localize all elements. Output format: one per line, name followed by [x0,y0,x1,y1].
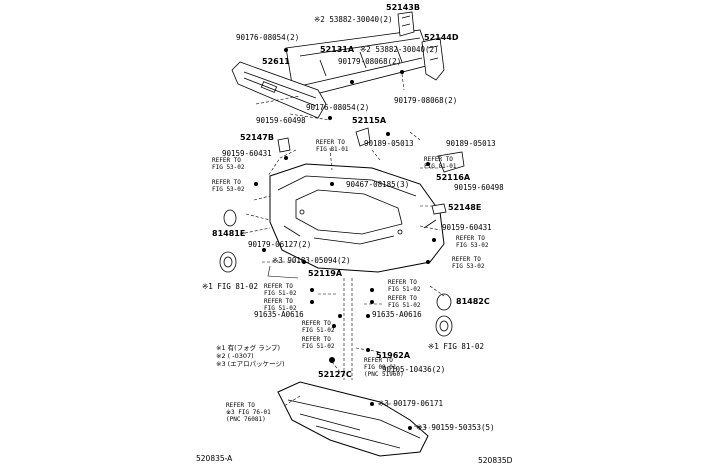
part-number-52611: 52611 [262,57,290,66]
part-number-90467-08185: 90467-08185(3) [346,180,410,189]
part-number-52127c: 52127C [318,370,352,379]
part-number-52143b: 52143B [386,3,420,12]
front-spoiler [277,381,429,457]
part-number-90179-06171: ※3 90179-06171 [378,399,443,408]
part-number-52131a: 52131A [320,45,355,54]
part-number-90159-50353: ※3 90159-50353(5) [416,423,495,432]
part-number-53882-30040-b: ※2 53882-30040(2) [360,45,439,54]
part-number-81482c: 81482C [456,297,490,306]
footnotes: ※1 有(フォグ ランプ) ※2 ( -0307) ※3 (エアロパッケージ) [216,344,285,368]
part-number-90176-08054-a: 90176-08054(2) [236,33,300,42]
diagram-code-left: 520835-A [196,454,233,463]
part-number-51962a: 51962A [376,351,411,360]
part-number-53882-30040-a: ※2 53882-30040(2) [314,15,393,24]
fig-ref-81-02-a[interactable]: ※1 FIG 81-02 [202,282,258,291]
part-number-90183-05094: ※3 90183-05094(2) [272,256,351,265]
fog-lamp-right-81482c [435,315,453,337]
diagram-code-right: 520835D [478,456,513,465]
retainer-52115a [355,127,371,147]
lamp-housing-right [436,293,452,311]
part-number-90105-10436: 90105-10436(2) [382,365,446,374]
lamp-housing-left [223,209,237,227]
part-number-90189-05013-b: 90189-05013 [446,139,496,148]
footnote-1: ※1 有(フォグ ランプ) [216,344,281,352]
part-number-90159-60498-b: 90159-60498 [454,183,504,192]
part-number-90159-60431-a: 90159-60431 [222,149,272,158]
bracket-52143b [397,11,415,37]
fasteners [254,48,436,430]
part-number-90179-06127: 90179-06127(2) [248,240,312,249]
footnote-3: ※3 (エアロパッケージ) [216,360,285,368]
part-number-90159-60431-b: 90159-60431 [442,223,492,232]
part-number-90176-08054-b: 90176-08054(2) [306,103,370,112]
part-number-52116a: 52116A [436,173,471,182]
part-number-91635-a0616-a: 91635-A0616 [254,310,304,319]
part-number-90179-08068-a: 90179-08068(2) [338,57,402,66]
retainer-52147b [277,137,291,153]
part-number-52119a: 52119A [308,269,343,278]
part-number-90159-60498-a: 90159-60498 [256,116,306,125]
refer-to-fig-76-01[interactable]: REFER TO※3 FIG 76-01(PNC 76081) [226,402,271,423]
fog-lamp-left-81481e [219,251,237,273]
fig-ref-81-02-b[interactable]: ※1 FIG 81-02 [428,342,484,351]
part-number-52148e: 52148E [448,203,482,212]
energy-absorber-52611 [231,61,327,119]
bracket-52144d [421,37,445,81]
leader-lines [239,73,445,429]
retainer-52148e [431,203,447,215]
retainer-52116a [437,151,465,173]
part-number-52147b: 52147B [240,133,274,142]
footnote-2: ※2 ( -0307) [216,352,254,360]
part-number-90179-08068-b: 90179-08068(2) [394,96,458,105]
front-bumper-cover-52119a [269,163,445,273]
part-number-52144d: 52144D [424,33,459,42]
part-number-81481e: 81481E [212,229,246,238]
part-number-91635-a0616-b: 91635-A0616 [372,310,422,319]
part-number-52115a: 52115A [352,116,387,125]
part-number-90189-05013-a: 90189-05013 [364,139,414,148]
